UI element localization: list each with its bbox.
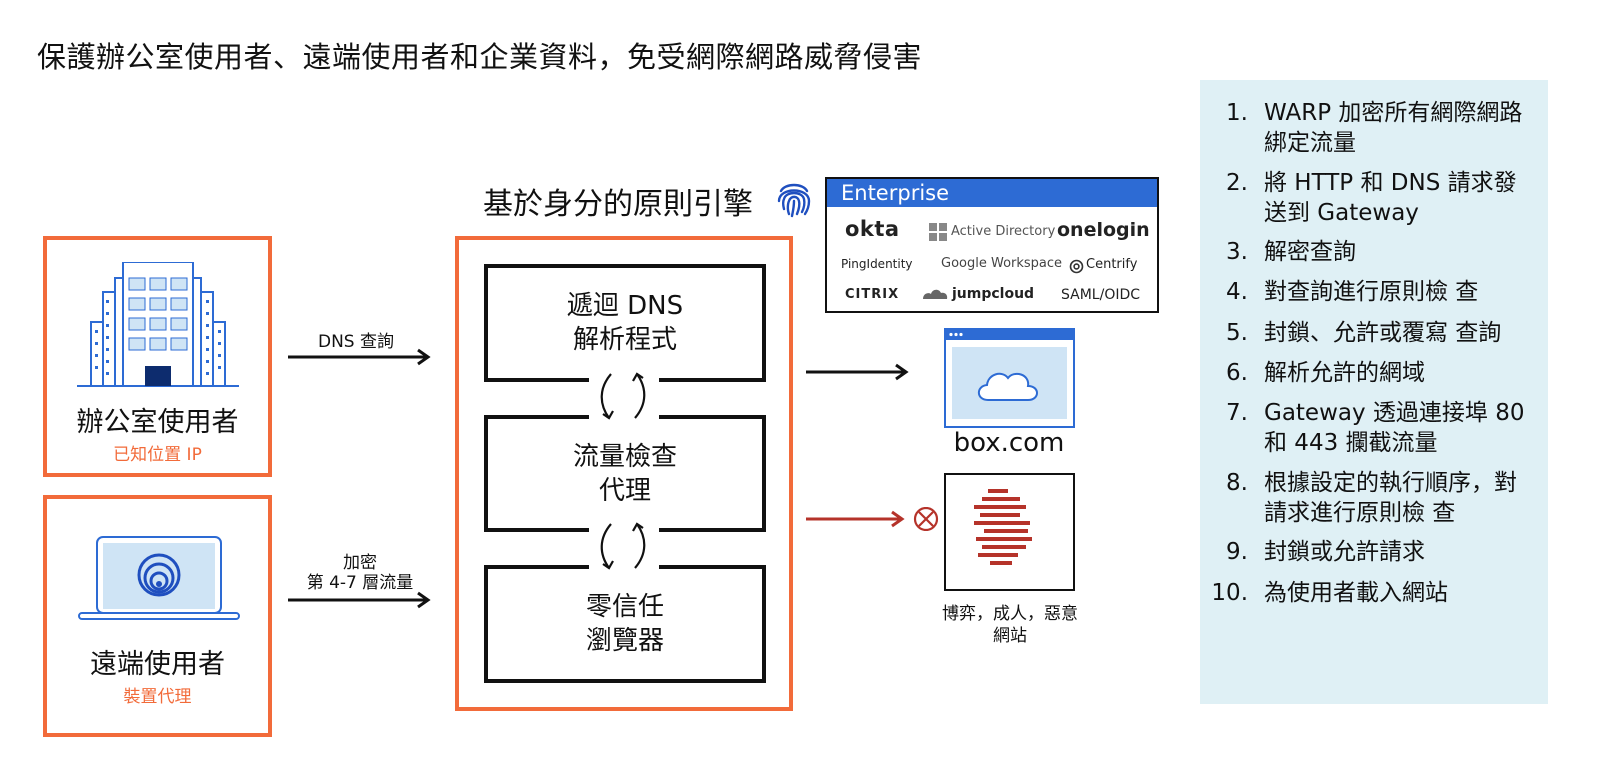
browser-line2: 瀏覽器 bbox=[585, 626, 664, 656]
diagram-title: 保護辦公室使用者、遠端使用者和企業資料，免受網際網路威脅侵害 bbox=[37, 40, 923, 74]
step-number: 5. bbox=[1226, 320, 1248, 346]
dns-query-label: DNS 查詢 bbox=[317, 332, 394, 352]
blocked-sites-label-line2: 網站 bbox=[993, 626, 1027, 646]
step-number: 9. bbox=[1226, 539, 1248, 565]
office-user-sublabel: 已知位置 IP bbox=[113, 445, 202, 465]
policy-engine-box: 遞迴 DNS 解析程式 流量檢查 代理 零信任 瀏覽器 bbox=[455, 236, 793, 711]
centrify-logo-icon bbox=[1069, 259, 1084, 274]
fingerprint-icon bbox=[777, 183, 811, 218]
idp-active-directory: Active Directory bbox=[951, 224, 1056, 239]
blocked-sites-label: 博弈，成人，惡意 網站 bbox=[930, 603, 1090, 647]
idp-okta: okta bbox=[845, 217, 900, 241]
step-text: 解密查詢 bbox=[1264, 239, 1356, 265]
step-text: Gateway 透過連接埠 80 和 443 攔截流量 bbox=[1264, 400, 1525, 456]
step-number: 8. bbox=[1226, 470, 1248, 496]
laptop-warp-icon bbox=[78, 536, 240, 620]
idp-citrix: CITRIX bbox=[845, 287, 900, 302]
blocked-arrow bbox=[806, 507, 939, 531]
jumpcloud-logo-icon bbox=[923, 289, 948, 299]
dns-resolver-line1: 遞迴 DNS bbox=[566, 291, 684, 321]
step-text: 將 HTTP 和 DNS 請求發送到 Gateway bbox=[1264, 170, 1517, 226]
idp-centrify: Centrify bbox=[1086, 257, 1138, 272]
step-text: 根據設定的執行順序，對請求進行原則檢 查 bbox=[1264, 470, 1517, 526]
proxy-browser-connector-icon bbox=[589, 518, 659, 574]
dns-resolver-module: 遞迴 DNS 解析程式 bbox=[484, 264, 766, 382]
encrypted-traffic-arrow bbox=[288, 591, 431, 609]
idp-pingidentity: PingIdentity bbox=[841, 257, 913, 271]
dns-proxy-connector-icon bbox=[589, 368, 659, 424]
enterprise-idp-box: Enterprise okta Active Directory onelogi… bbox=[825, 177, 1159, 313]
idp-onelogin: onelogin bbox=[1057, 219, 1150, 241]
step-number: 7. bbox=[1226, 400, 1248, 426]
blocked-sites-label-line1: 博弈，成人，惡意 bbox=[942, 604, 1078, 624]
step-number: 3. bbox=[1226, 239, 1248, 265]
encrypted-label-line1: 加密 bbox=[343, 553, 377, 573]
step-number: 4. bbox=[1226, 279, 1248, 305]
step-number: 2. bbox=[1226, 170, 1248, 196]
step-text: 對查詢進行原則檢 查 bbox=[1264, 279, 1479, 305]
blocked-sites-icon bbox=[944, 473, 1075, 591]
step-number: 1. bbox=[1226, 100, 1248, 126]
step-number: 6. bbox=[1226, 360, 1248, 386]
windows-logo-icon bbox=[929, 223, 947, 241]
box-com-window-icon bbox=[944, 328, 1075, 428]
step-text: 封鎖、允許或覆寫 查詢 bbox=[1264, 320, 1502, 346]
proxy-line1: 流量檢查 bbox=[572, 441, 677, 472]
box-com-label: box.com bbox=[953, 428, 1065, 458]
remote-user-label: 遠端使用者 bbox=[90, 649, 225, 680]
proxy-module: 流量檢查 代理 bbox=[484, 415, 766, 532]
dns-resolver-line2: 解析程式 bbox=[572, 325, 677, 355]
browser-line1: 零信任 bbox=[585, 592, 664, 622]
steps-panel: 1. WARP 加密所有網際網路綁定流量 2. 將 HTTP 和 DNS 請求發… bbox=[1200, 80, 1548, 704]
dns-query-arrow bbox=[288, 348, 431, 366]
step-text: 封鎖或允許請求 bbox=[1264, 539, 1425, 565]
remote-user-sublabel: 裝置代理 bbox=[123, 687, 192, 707]
idp-saml-oidc: SAML/OIDC bbox=[1061, 287, 1141, 303]
proxy-line2: 代理 bbox=[598, 475, 651, 506]
office-user-label: 辦公室使用者 bbox=[76, 407, 239, 438]
office-building-icon bbox=[77, 262, 239, 387]
step-text: WARP 加密所有網際網路綁定流量 bbox=[1264, 100, 1523, 156]
step-text: 為使用者載入網站 bbox=[1264, 580, 1448, 606]
idp-google-workspace: Google Workspace bbox=[941, 256, 1063, 271]
allowed-arrow bbox=[806, 363, 909, 381]
browser-isolation-module: 零信任 瀏覽器 bbox=[484, 565, 766, 683]
step-text: 解析允許的網域 bbox=[1264, 360, 1425, 386]
enterprise-header: Enterprise bbox=[827, 179, 1157, 207]
office-user-box: 辦公室使用者 已知位置 IP bbox=[43, 236, 272, 477]
step-number: 10. bbox=[1211, 580, 1248, 606]
encrypted-label-line2: 第 4-7 層流量 bbox=[306, 573, 414, 593]
idp-jumpcloud: jumpcloud bbox=[952, 286, 1035, 302]
policy-engine-title: 基於身分的原則引擎 bbox=[483, 187, 753, 222]
remote-user-box: 遠端使用者 裝置代理 bbox=[43, 495, 272, 737]
